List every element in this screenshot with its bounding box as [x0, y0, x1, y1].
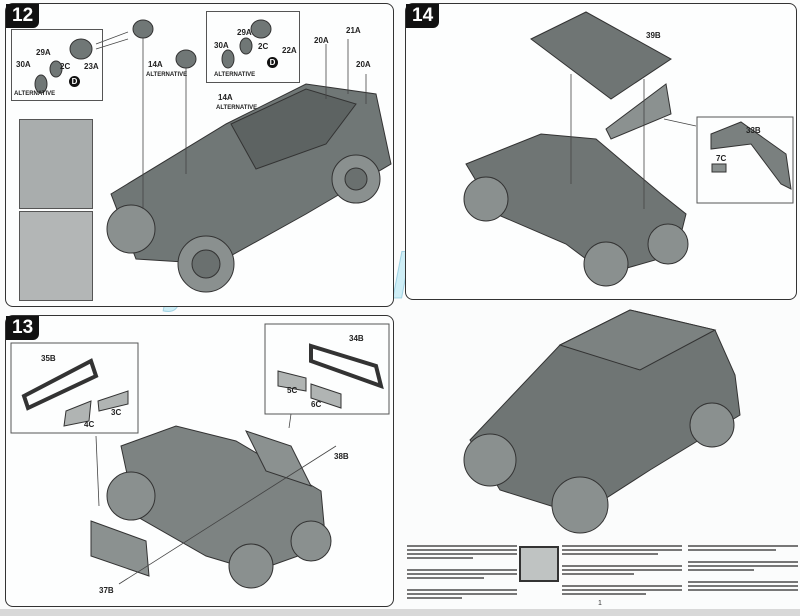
alternative-label: Alternative [216, 105, 258, 111]
part-label: 34B [349, 334, 364, 343]
step-number: 14 [406, 4, 440, 28]
part-label: 20A [356, 60, 371, 69]
step-number: 13 [6, 316, 40, 340]
part-label: 21A [346, 26, 361, 35]
instruction-text-other [688, 543, 798, 593]
part-label: 2C [60, 62, 71, 71]
photo-detail-inset-2 [19, 211, 93, 301]
step-14-panel: 14 39B 33B 7C [405, 3, 797, 300]
photo-detail-inset-1 [19, 119, 93, 209]
step-13-illustration [10, 323, 390, 589]
alternative-label: Alternative [146, 72, 188, 78]
part-label: 14A [148, 60, 163, 69]
part-label: 7C [716, 154, 727, 163]
part-label: 20A [314, 36, 329, 45]
step-12-illustration [34, 19, 392, 293]
decal-marker: D [69, 76, 80, 87]
decal-marker: D [267, 57, 278, 68]
alternative-label: Alternative [214, 72, 256, 78]
part-label: 38B [334, 452, 349, 461]
part-label: 22A [282, 46, 297, 55]
part-label: 33B [746, 126, 761, 135]
scan-edge [0, 609, 800, 616]
instruction-text-en [407, 543, 517, 601]
part-label: 30A [214, 41, 229, 50]
part-label: 30A [16, 60, 31, 69]
alternative-label: Alternative [14, 91, 56, 97]
step-13-panel: 13 35B 3C 4C 34B 5C 6C 38B 37B [5, 315, 394, 607]
part-label: 3C [111, 408, 122, 417]
part-label: 37B [99, 586, 114, 595]
page-number: 1 [598, 600, 602, 607]
step-12-panel: 12 29A 30A 2C 23A D Alternative 29A 30A … [5, 3, 394, 307]
part-label: 4C [84, 420, 95, 429]
part-label: 35B [41, 354, 56, 363]
part-label: 6C [311, 400, 322, 409]
part-label: 2C [258, 42, 269, 51]
part-label: 14A [218, 93, 233, 102]
glue-warning-icon [519, 546, 559, 582]
part-label: 39B [646, 31, 661, 40]
part-label: 23A [84, 62, 99, 71]
headlight-detail-inset-left [11, 29, 103, 101]
step-14-illustration [463, 11, 794, 287]
part-label: 29A [36, 48, 51, 57]
step-number: 12 [6, 4, 40, 28]
part-label: 29A [237, 28, 252, 37]
part-label: 5C [287, 386, 298, 395]
headlight-detail-inset-right [206, 11, 300, 83]
instruction-text-de-fr [562, 543, 682, 597]
